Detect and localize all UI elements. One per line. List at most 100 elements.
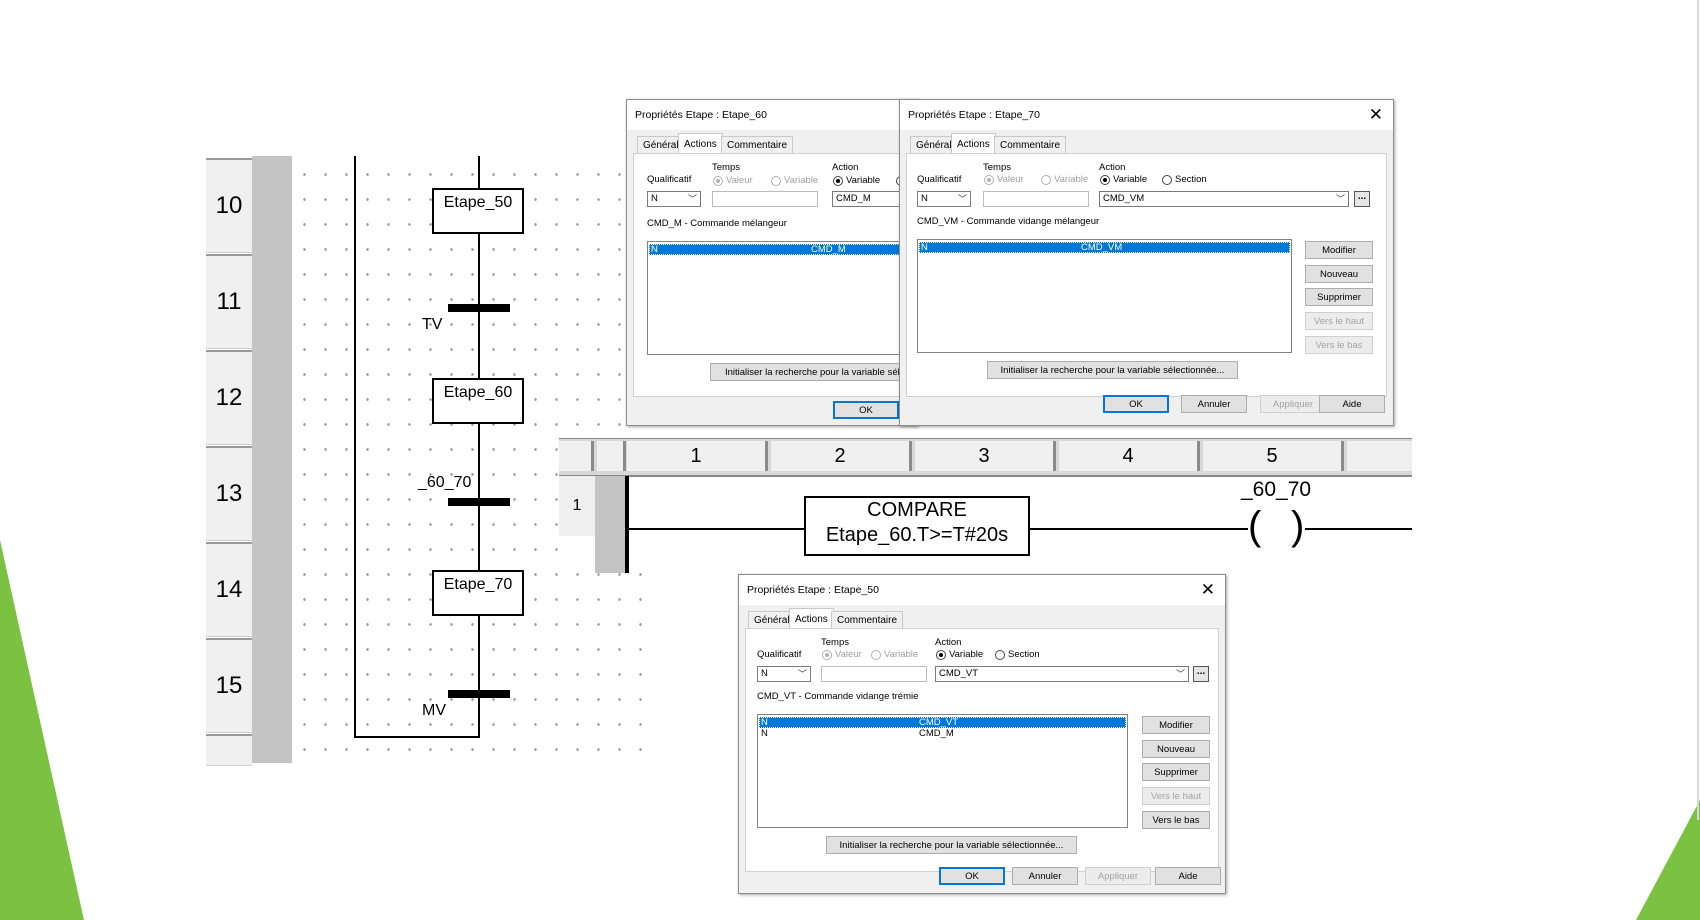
list-item[interactable]: N CMD_M bbox=[759, 728, 1126, 739]
time-value-radio[interactable] bbox=[713, 176, 723, 186]
move-up-button[interactable]: Vers le haut bbox=[1142, 787, 1210, 805]
variable-comment: CMD_VT - Commande vidange trémie bbox=[757, 691, 919, 702]
tab-actions[interactable]: Actions bbox=[951, 133, 996, 154]
close-icon[interactable]: ✕ bbox=[1200, 580, 1215, 599]
action-section-label: Section bbox=[1008, 649, 1040, 660]
list-item[interactable]: N CMD_VT bbox=[759, 717, 1126, 728]
ladder-section[interactable]: 1 2 3 4 5 1 COMPARE Etape_60.T>=T#20s _6… bbox=[559, 438, 1412, 573]
browse-variable-button[interactable]: ... bbox=[1354, 191, 1370, 207]
action-variable-value: CMD_M bbox=[836, 193, 871, 204]
time-value-label: Valeur bbox=[997, 174, 1024, 185]
qualifier-select[interactable]: N﹀ bbox=[757, 666, 811, 682]
time-value-radio[interactable] bbox=[984, 175, 994, 185]
dialog-title: Propriétés Etape : Etape_60 bbox=[627, 100, 917, 130]
step-etape-50[interactable]: Etape_50 bbox=[432, 188, 524, 234]
transition-label-tv: TV bbox=[422, 316, 443, 333]
action-variable-radio[interactable] bbox=[1100, 175, 1110, 185]
action-label: Action bbox=[1099, 162, 1126, 173]
variable-comment: CMD_VM - Commande vidange mélangeur bbox=[917, 216, 1100, 227]
sfc-return-link-bottom bbox=[354, 736, 480, 738]
ok-button[interactable]: OK bbox=[833, 401, 899, 419]
apply-button[interactable]: Appliquer bbox=[1085, 867, 1151, 885]
new-button[interactable]: Nouveau bbox=[1142, 740, 1210, 758]
time-input[interactable] bbox=[712, 191, 818, 207]
apply-button[interactable]: Appliquer bbox=[1260, 395, 1326, 413]
sfc-row-number: 15 bbox=[206, 638, 252, 733]
modify-button[interactable]: Modifier bbox=[1142, 716, 1210, 734]
sfc-return-link bbox=[354, 156, 356, 738]
transition-tv[interactable] bbox=[448, 304, 510, 312]
tab-comment[interactable]: Commentaire bbox=[831, 611, 904, 629]
action-variable-radio[interactable] bbox=[936, 650, 946, 660]
list-item[interactable]: N CMD_M bbox=[649, 244, 917, 255]
action-variable-select[interactable]: CMD_VT﹀ bbox=[935, 666, 1189, 682]
delete-button[interactable]: Supprimer bbox=[1305, 288, 1373, 306]
transition-60-70[interactable] bbox=[448, 498, 510, 506]
time-input[interactable] bbox=[983, 191, 1089, 207]
dialog-etape-50[interactable]: Propriétés Etape : Etape_50 ✕ Général Ac… bbox=[738, 574, 1226, 894]
browse-variable-button[interactable]: ... bbox=[1193, 666, 1209, 682]
list-item[interactable]: N CMD_VM bbox=[919, 242, 1290, 253]
coil-left-paren-icon[interactable]: ( bbox=[1248, 504, 1262, 548]
list-item-variable: CMD_VM bbox=[1081, 242, 1123, 253]
ok-button[interactable]: OK bbox=[1103, 395, 1169, 413]
ladder-column: 3 bbox=[915, 441, 1056, 471]
action-variable-value: CMD_VM bbox=[1103, 193, 1145, 204]
search-variable-button[interactable]: Initialiser la recherche pour la variabl… bbox=[710, 363, 917, 381]
actions-panel: Qualificatif N﹀ Temps Valeur Variable Ac… bbox=[633, 153, 917, 397]
action-variable-select[interactable]: CMD_VM﹀ bbox=[1099, 191, 1349, 207]
actions-list[interactable]: N CMD_VT N CMD_M bbox=[757, 714, 1128, 828]
tab-actions[interactable]: Actions bbox=[678, 133, 723, 154]
time-input[interactable] bbox=[821, 666, 927, 682]
tab-comment[interactable]: Commentaire bbox=[994, 136, 1067, 154]
action-variable-radio[interactable] bbox=[833, 176, 843, 186]
actions-list[interactable]: N CMD_M bbox=[647, 241, 917, 355]
green-triangle-left bbox=[0, 540, 84, 920]
qualifier-label: Qualificatif bbox=[917, 174, 962, 185]
coil-right-paren-icon[interactable]: ) bbox=[1291, 504, 1305, 548]
move-down-button[interactable]: Vers le bas bbox=[1305, 336, 1373, 354]
time-variable-label: Variable bbox=[884, 649, 919, 660]
modify-button[interactable]: Modifier bbox=[1305, 241, 1373, 259]
close-icon[interactable]: ✕ bbox=[1368, 105, 1383, 124]
move-down-button[interactable]: Vers le bas bbox=[1142, 811, 1210, 829]
help-button[interactable]: Aide bbox=[1155, 867, 1221, 885]
step-etape-70[interactable]: Etape_70 bbox=[432, 570, 524, 616]
action-variable-select[interactable]: CMD_M bbox=[832, 191, 917, 207]
time-variable-radio[interactable] bbox=[1041, 175, 1051, 185]
tab-comment[interactable]: Commentaire bbox=[721, 136, 794, 154]
time-value-radio[interactable] bbox=[822, 650, 832, 660]
compare-expression: Etape_60.T>=T#20s bbox=[825, 524, 1009, 546]
cancel-button[interactable]: Annuler bbox=[1012, 867, 1078, 885]
dialog-etape-60[interactable]: Propriétés Etape : Etape_60 Général Acti… bbox=[626, 99, 918, 426]
step-etape-60[interactable]: Etape_60 bbox=[432, 378, 524, 424]
actions-list[interactable]: N CMD_VM bbox=[917, 239, 1292, 353]
qualifier-select[interactable]: N﹀ bbox=[917, 191, 971, 207]
transition-label-mv: MV bbox=[422, 702, 446, 719]
time-label: Temps bbox=[712, 162, 740, 173]
action-section-radio[interactable] bbox=[1162, 175, 1172, 185]
new-button[interactable]: Nouveau bbox=[1305, 265, 1373, 283]
transition-mv[interactable] bbox=[448, 690, 510, 698]
sfc-row-number: 12 bbox=[206, 350, 252, 445]
ladder-column: 4 bbox=[1059, 441, 1200, 471]
help-button[interactable]: Aide bbox=[1319, 395, 1385, 413]
chevron-down-icon: ﹀ bbox=[797, 669, 807, 679]
action-section-radio[interactable] bbox=[995, 650, 1005, 660]
list-item-variable: CMD_M bbox=[919, 728, 954, 739]
list-item-qualifier: N bbox=[761, 717, 768, 728]
tab-actions[interactable]: Actions bbox=[789, 608, 834, 629]
search-variable-button[interactable]: Initialiser la recherche pour la variabl… bbox=[826, 836, 1077, 854]
ok-button[interactable]: OK bbox=[939, 867, 1005, 885]
time-variable-radio[interactable] bbox=[871, 650, 881, 660]
ladder-column: 2 bbox=[771, 441, 912, 471]
compare-block[interactable]: COMPARE Etape_60.T>=T#20s bbox=[804, 496, 1030, 556]
search-variable-button[interactable]: Initialiser la recherche pour la variabl… bbox=[987, 361, 1238, 379]
delete-button[interactable]: Supprimer bbox=[1142, 763, 1210, 781]
cancel-button[interactable]: Annuler bbox=[1181, 395, 1247, 413]
move-up-button[interactable]: Vers le haut bbox=[1305, 312, 1373, 330]
action-variable-label: Variable bbox=[1113, 174, 1148, 185]
time-variable-radio[interactable] bbox=[771, 176, 781, 186]
qualifier-select[interactable]: N﹀ bbox=[647, 191, 701, 207]
dialog-etape-70[interactable]: Propriétés Etape : Etape_70 ✕ Général Ac… bbox=[899, 99, 1394, 426]
